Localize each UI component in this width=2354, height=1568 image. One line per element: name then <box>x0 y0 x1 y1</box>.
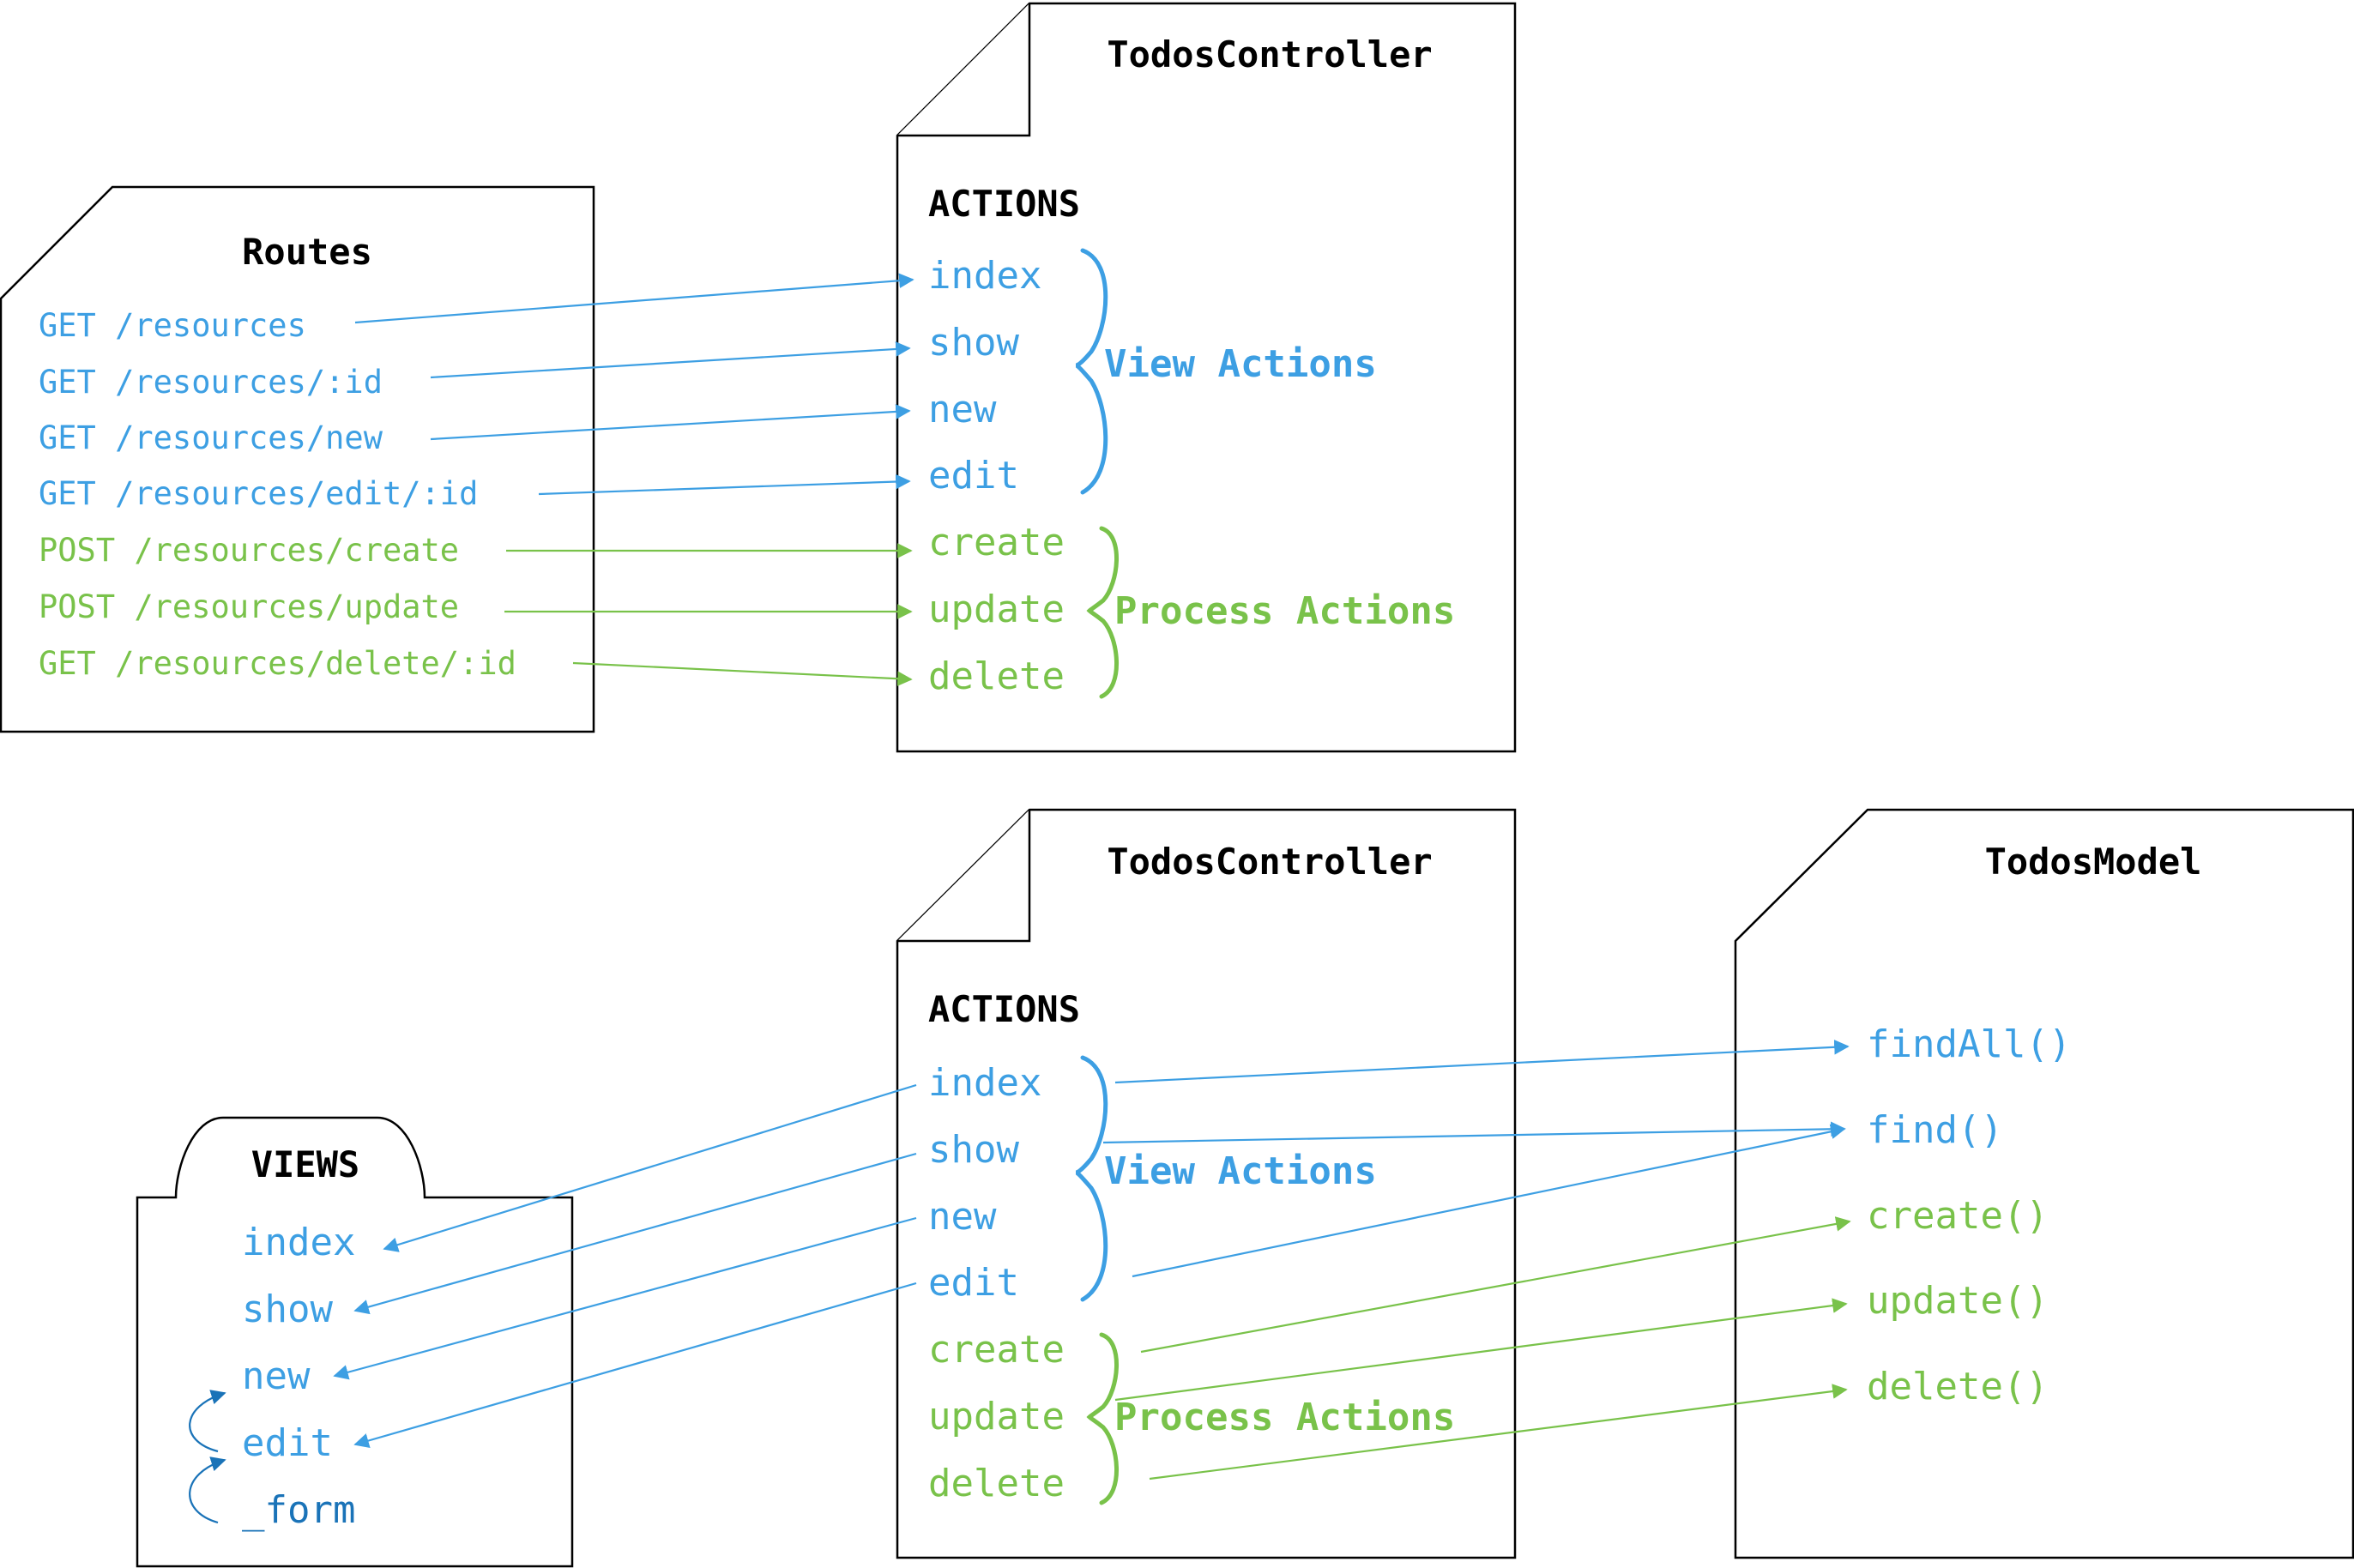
controller-model-arrows <box>1102 1039 1851 1481</box>
controller-top-view-actions-label: View Actions <box>1104 342 1377 386</box>
model-document-shape <box>1734 808 2354 1559</box>
routes-title: Routes <box>242 231 372 273</box>
controller-bottom-dogear <box>897 810 1031 943</box>
route-item: POST /resources/update <box>39 588 459 625</box>
views-title: VIEWS <box>251 1143 359 1185</box>
model-title: TodosModel <box>1985 841 2202 883</box>
controller-bottom-action-show: show <box>928 1128 1019 1172</box>
controller-top-action-edit: edit <box>928 454 1019 498</box>
route-arrow <box>354 273 914 324</box>
route-item: GET /resources/new <box>39 419 383 456</box>
action-to-view-arrow <box>333 1216 917 1380</box>
model-method-findall: findAll() <box>1867 1022 2071 1066</box>
routes-document-shape <box>0 185 595 733</box>
view-item-form: _form <box>242 1488 355 1532</box>
controller-bottom-action-edit: edit <box>928 1261 1019 1305</box>
route-item: GET /resources <box>39 307 306 344</box>
action-to-model-arrow <box>1102 1121 1846 1144</box>
route-arrow <box>430 404 911 441</box>
controller-top-action-show: show <box>928 321 1019 365</box>
controller-top-action-update: update <box>928 588 1065 631</box>
view-item-edit: edit <box>242 1421 333 1465</box>
controller-bottom-action-update: update <box>928 1395 1065 1438</box>
controller-bottom-actions-heading: ACTIONS <box>928 988 1080 1030</box>
controller-top-process-actions-label: Process Actions <box>1114 589 1455 633</box>
route-arrow <box>538 473 911 496</box>
model-document: TodosModel findAll() find() create() upd… <box>1734 808 2354 1559</box>
action-to-model-arrow <box>1114 1039 1850 1084</box>
action-to-model-arrow <box>1140 1216 1851 1354</box>
routes-document: Routes GET /resources GET /resources/:id… <box>0 185 595 733</box>
view-item-new: new <box>242 1354 311 1398</box>
view-item-show: show <box>242 1288 333 1331</box>
controller-bottom-process-brace <box>1086 1332 1119 1505</box>
route-item: GET /resources/edit/:id <box>39 475 478 512</box>
model-method-find: find() <box>1867 1108 2003 1152</box>
controller-top-view-brace <box>1075 248 1108 495</box>
route-item: GET /resources/delete/:id <box>39 645 516 682</box>
model-method-update: update() <box>1867 1279 2049 1323</box>
route-item: GET /resources/:id <box>39 364 383 401</box>
route-item: POST /resources/create <box>39 532 459 569</box>
controller-top-action-delete: delete <box>928 654 1065 698</box>
model-method-delete: delete() <box>1867 1365 2049 1408</box>
action-to-view-arrow <box>383 1083 917 1252</box>
action-to-model-arrow <box>1114 1298 1848 1402</box>
controller-bottom-action-delete: delete <box>928 1462 1065 1505</box>
action-to-view-arrow <box>353 1152 917 1315</box>
action-to-model-arrow <box>1132 1124 1846 1278</box>
controller-top-document: TodosController ACTIONS index show new e… <box>896 2 1517 753</box>
controller-top-action-new: new <box>928 388 997 431</box>
form-to-edit-arrow <box>189 1456 226 1524</box>
view-item-index: index <box>242 1221 355 1264</box>
controller-top-actions-heading: ACTIONS <box>928 183 1080 225</box>
controller-top-action-index: index <box>928 254 1041 298</box>
controller-bottom-process-actions-label: Process Actions <box>1114 1396 1455 1439</box>
views-folder-shape <box>136 1116 574 1568</box>
controller-bottom-action-new: new <box>928 1195 997 1239</box>
controller-bottom-view-actions-label: View Actions <box>1104 1149 1377 1193</box>
model-method-create: create() <box>1867 1194 2049 1238</box>
controller-bottom-document-shape <box>896 808 1517 1559</box>
controller-top-document-shape <box>896 2 1517 753</box>
controller-top-title: TodosController <box>1107 33 1432 75</box>
controller-top-process-brace <box>1086 526 1119 699</box>
controller-bottom-title: TodosController <box>1107 841 1432 883</box>
controller-bottom-document: TodosController ACTIONS index show new e… <box>896 808 1517 1559</box>
views-folder: VIEWS index show new edit _form <box>136 1116 574 1568</box>
controller-bottom-view-brace <box>1075 1055 1108 1302</box>
form-to-new-arrow <box>189 1390 226 1453</box>
route-arrow <box>572 661 913 687</box>
controller-view-arrows <box>333 1083 917 1449</box>
controller-bottom-action-create: create <box>928 1328 1065 1372</box>
action-to-model-arrow <box>1149 1384 1848 1481</box>
action-to-view-arrow <box>353 1282 917 1449</box>
controller-bottom-action-index: index <box>928 1061 1041 1105</box>
route-arrows <box>354 273 914 687</box>
route-arrow <box>430 341 911 379</box>
controller-top-dogear <box>897 3 1031 137</box>
controller-top-action-create: create <box>928 521 1065 564</box>
